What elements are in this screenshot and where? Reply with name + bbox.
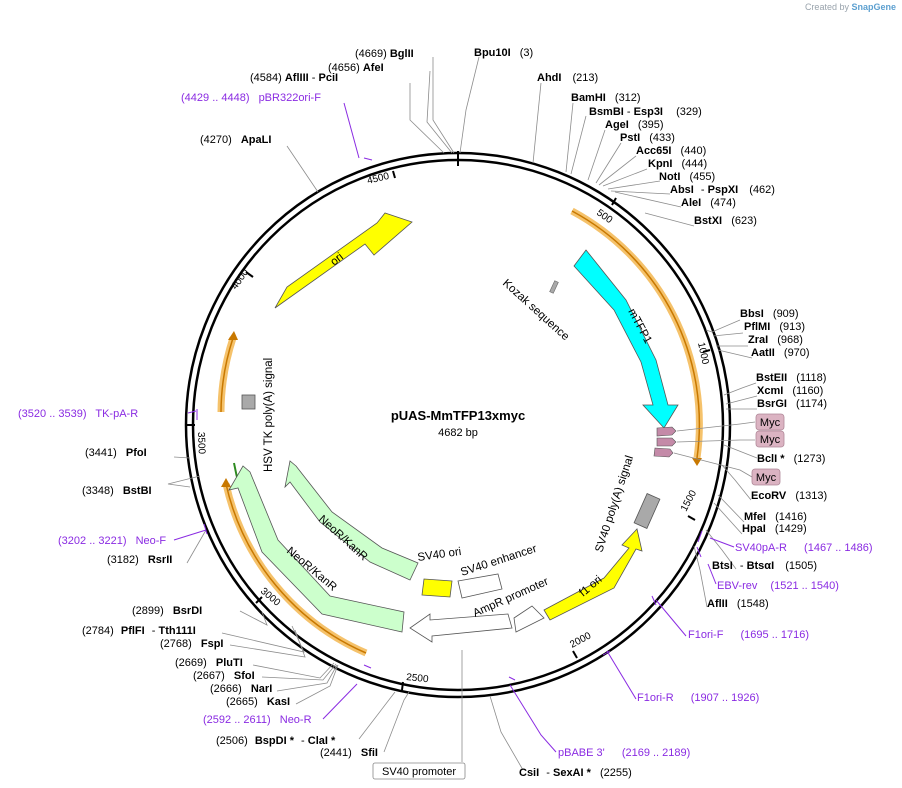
tick-2000: 2000	[568, 630, 593, 650]
sv40-polya-box	[633, 493, 661, 529]
snapgene-credit: Created by SnapGene	[805, 2, 896, 12]
orange-track-right-core	[571, 210, 701, 459]
site-bglii: (4669) BglII	[355, 48, 414, 60]
site-pflfi-tth111i: (2784) PflFI - Tth111I	[82, 625, 196, 637]
sv40-enhancer-box	[457, 573, 503, 599]
ori-arrow	[274, 212, 413, 309]
site-aatii: AatII (970)	[751, 347, 810, 359]
primer-pbabe3: pBABE 3' (2169 .. 2189)	[558, 747, 690, 759]
kozak-box	[549, 280, 559, 294]
site-mfei: MfeI (1416)	[744, 511, 807, 523]
tick-4500: 4500	[366, 171, 391, 187]
site-rsrii: (3182) RsrII	[107, 554, 172, 566]
ampr-promoter-box	[513, 605, 545, 633]
site-kasi: (2665) KasI	[226, 696, 290, 708]
site-agei: AgeI (395)	[605, 119, 664, 131]
site-bpu10i: Bpu10I (3)	[474, 47, 533, 59]
f1ori-arrow	[543, 528, 643, 621]
site-bstxi: BstXI (623)	[694, 215, 757, 227]
site-csii-sexai: CsiI - SexAI * (2255)	[519, 767, 632, 779]
myc-box-3: Myc	[756, 472, 777, 484]
site-apali: (4270) ApaLI	[200, 134, 271, 146]
orange-track-left	[217, 336, 237, 413]
site-pfoi: (3441) PfoI	[85, 447, 147, 459]
site-kpni: KpnI (444)	[648, 158, 707, 170]
hsv-tk-polya-box	[241, 394, 256, 410]
site-aflii: AflII (1548)	[707, 598, 769, 610]
site-bcli: BclI * (1273)	[757, 453, 825, 465]
label-sv40-ori: SV40 ori	[417, 546, 462, 564]
tick-marks	[187, 170, 711, 691]
site-xcmi: XcmI (1160)	[757, 385, 823, 397]
site-pluti: (2669) PluTI	[175, 657, 243, 669]
site-sfoi: (2667) SfoI	[193, 670, 255, 682]
tick-1000: 1000	[695, 341, 710, 365]
tick-3500: 3500	[195, 432, 207, 455]
neor-arrow-1	[284, 460, 419, 581]
plasmid-name: pUAS-MmTFP13xmyc	[391, 408, 525, 423]
orange-track-right-head	[692, 458, 702, 466]
tick-2500: 2500	[406, 672, 430, 685]
label-kozak: Kozak sequence	[500, 277, 571, 343]
site-nari: (2666) NarI	[210, 683, 272, 695]
site-zrai: ZraI (968)	[748, 334, 803, 346]
label-hsv-tk-polya: HSV TK poly(A) signal	[263, 358, 275, 472]
primer-sv40pa-r: SV40pA-R (1467 .. 1486)	[735, 542, 873, 554]
myc-label-boxes: Myc Myc Myc	[673, 413, 785, 486]
primer-tk-pa-r: (3520 .. 3539) TK-pA-R	[18, 408, 138, 420]
mtfp1-arrow	[573, 249, 679, 429]
site-leader-lines	[167, 56, 758, 771]
primer-pbr322ori-f: (4429 .. 4448) pBR322ori-F	[181, 92, 321, 104]
neor-arrow-2	[228, 465, 405, 633]
site-fspi: (2768) FspI	[160, 638, 223, 650]
ampr-arrow	[409, 613, 513, 643]
site-bsrdi: (2899) BsrDI	[132, 605, 202, 617]
site-alei: AleI (474)	[681, 197, 736, 209]
primer-f1ori-r: F1ori-R (1907 .. 1926)	[637, 692, 759, 704]
primer-neo-r: (2592 .. 2611) Neo-R	[203, 714, 312, 726]
myc-tag-2	[656, 437, 677, 447]
site-psti: PstI (433)	[620, 132, 675, 144]
myc-tag-1	[656, 426, 677, 437]
site-btsi: BtsI - BtsαI (1505)	[712, 560, 817, 572]
site-acc65i: Acc65I (440)	[636, 145, 706, 157]
myc-tag-3	[653, 447, 674, 458]
sv40-promoter-box	[372, 762, 466, 780]
orange-track-lower-left-core	[225, 483, 367, 654]
site-bspdi-clai: (2506) BspDI * - ClaI *	[216, 735, 336, 747]
site-bstbi: (3348) BstBI	[82, 485, 152, 497]
tick-1500: 1500	[679, 488, 699, 513]
site-bamhi: BamHI (312)	[571, 92, 641, 104]
orange-track-lower-left-head	[221, 478, 231, 487]
site-ahdi: AhdI (213)	[537, 72, 598, 84]
credit-app: SnapGene	[851, 2, 896, 12]
site-bbsi: BbsI (909)	[740, 308, 799, 320]
site-pflmi: PflMI (913)	[744, 321, 805, 333]
orange-track-left-head	[228, 331, 238, 340]
site-sfii: (2441) SfiI	[320, 747, 378, 759]
primer-ebv-rev: EBV-rev (1521 .. 1540)	[717, 580, 839, 592]
site-absi-pspxi: AbsI - PspXI (462)	[670, 184, 775, 196]
site-ecorv: EcoRV (1313)	[751, 490, 827, 502]
site-hpai: HpaI (1429)	[742, 523, 807, 535]
site-noti: NotI (455)	[659, 171, 715, 183]
credit-text: Created by	[804, 2, 849, 12]
site-bsmbi-esp3i: BsmBI - Esp3I (329)	[589, 106, 702, 118]
myc-box-1: Myc	[760, 417, 781, 429]
label-sv40-enhancer: SV40 enhancer	[459, 543, 538, 579]
primer-neo-f: (3202 .. 3221) Neo-F	[58, 535, 166, 547]
site-afei: (4656) AfeI	[328, 62, 384, 74]
site-afliii-pcii: (4584) AflIII - PciI	[250, 72, 338, 84]
sv40-ori-box	[421, 578, 453, 598]
orange-track-left-core	[220, 337, 234, 413]
site-bsteii: BstEII (1118)	[756, 372, 826, 384]
site-bsrgi: BsrGI (1174)	[757, 398, 827, 410]
sv40-promoter-label: SV40 promoter	[382, 766, 456, 778]
primer-f1ori-f: F1ori-F (1695 .. 1716)	[688, 629, 809, 641]
primer-leader-lines	[173, 102, 735, 753]
myc-box-2: Myc	[760, 434, 781, 446]
plasmid-size: 4682 bp	[438, 427, 478, 439]
